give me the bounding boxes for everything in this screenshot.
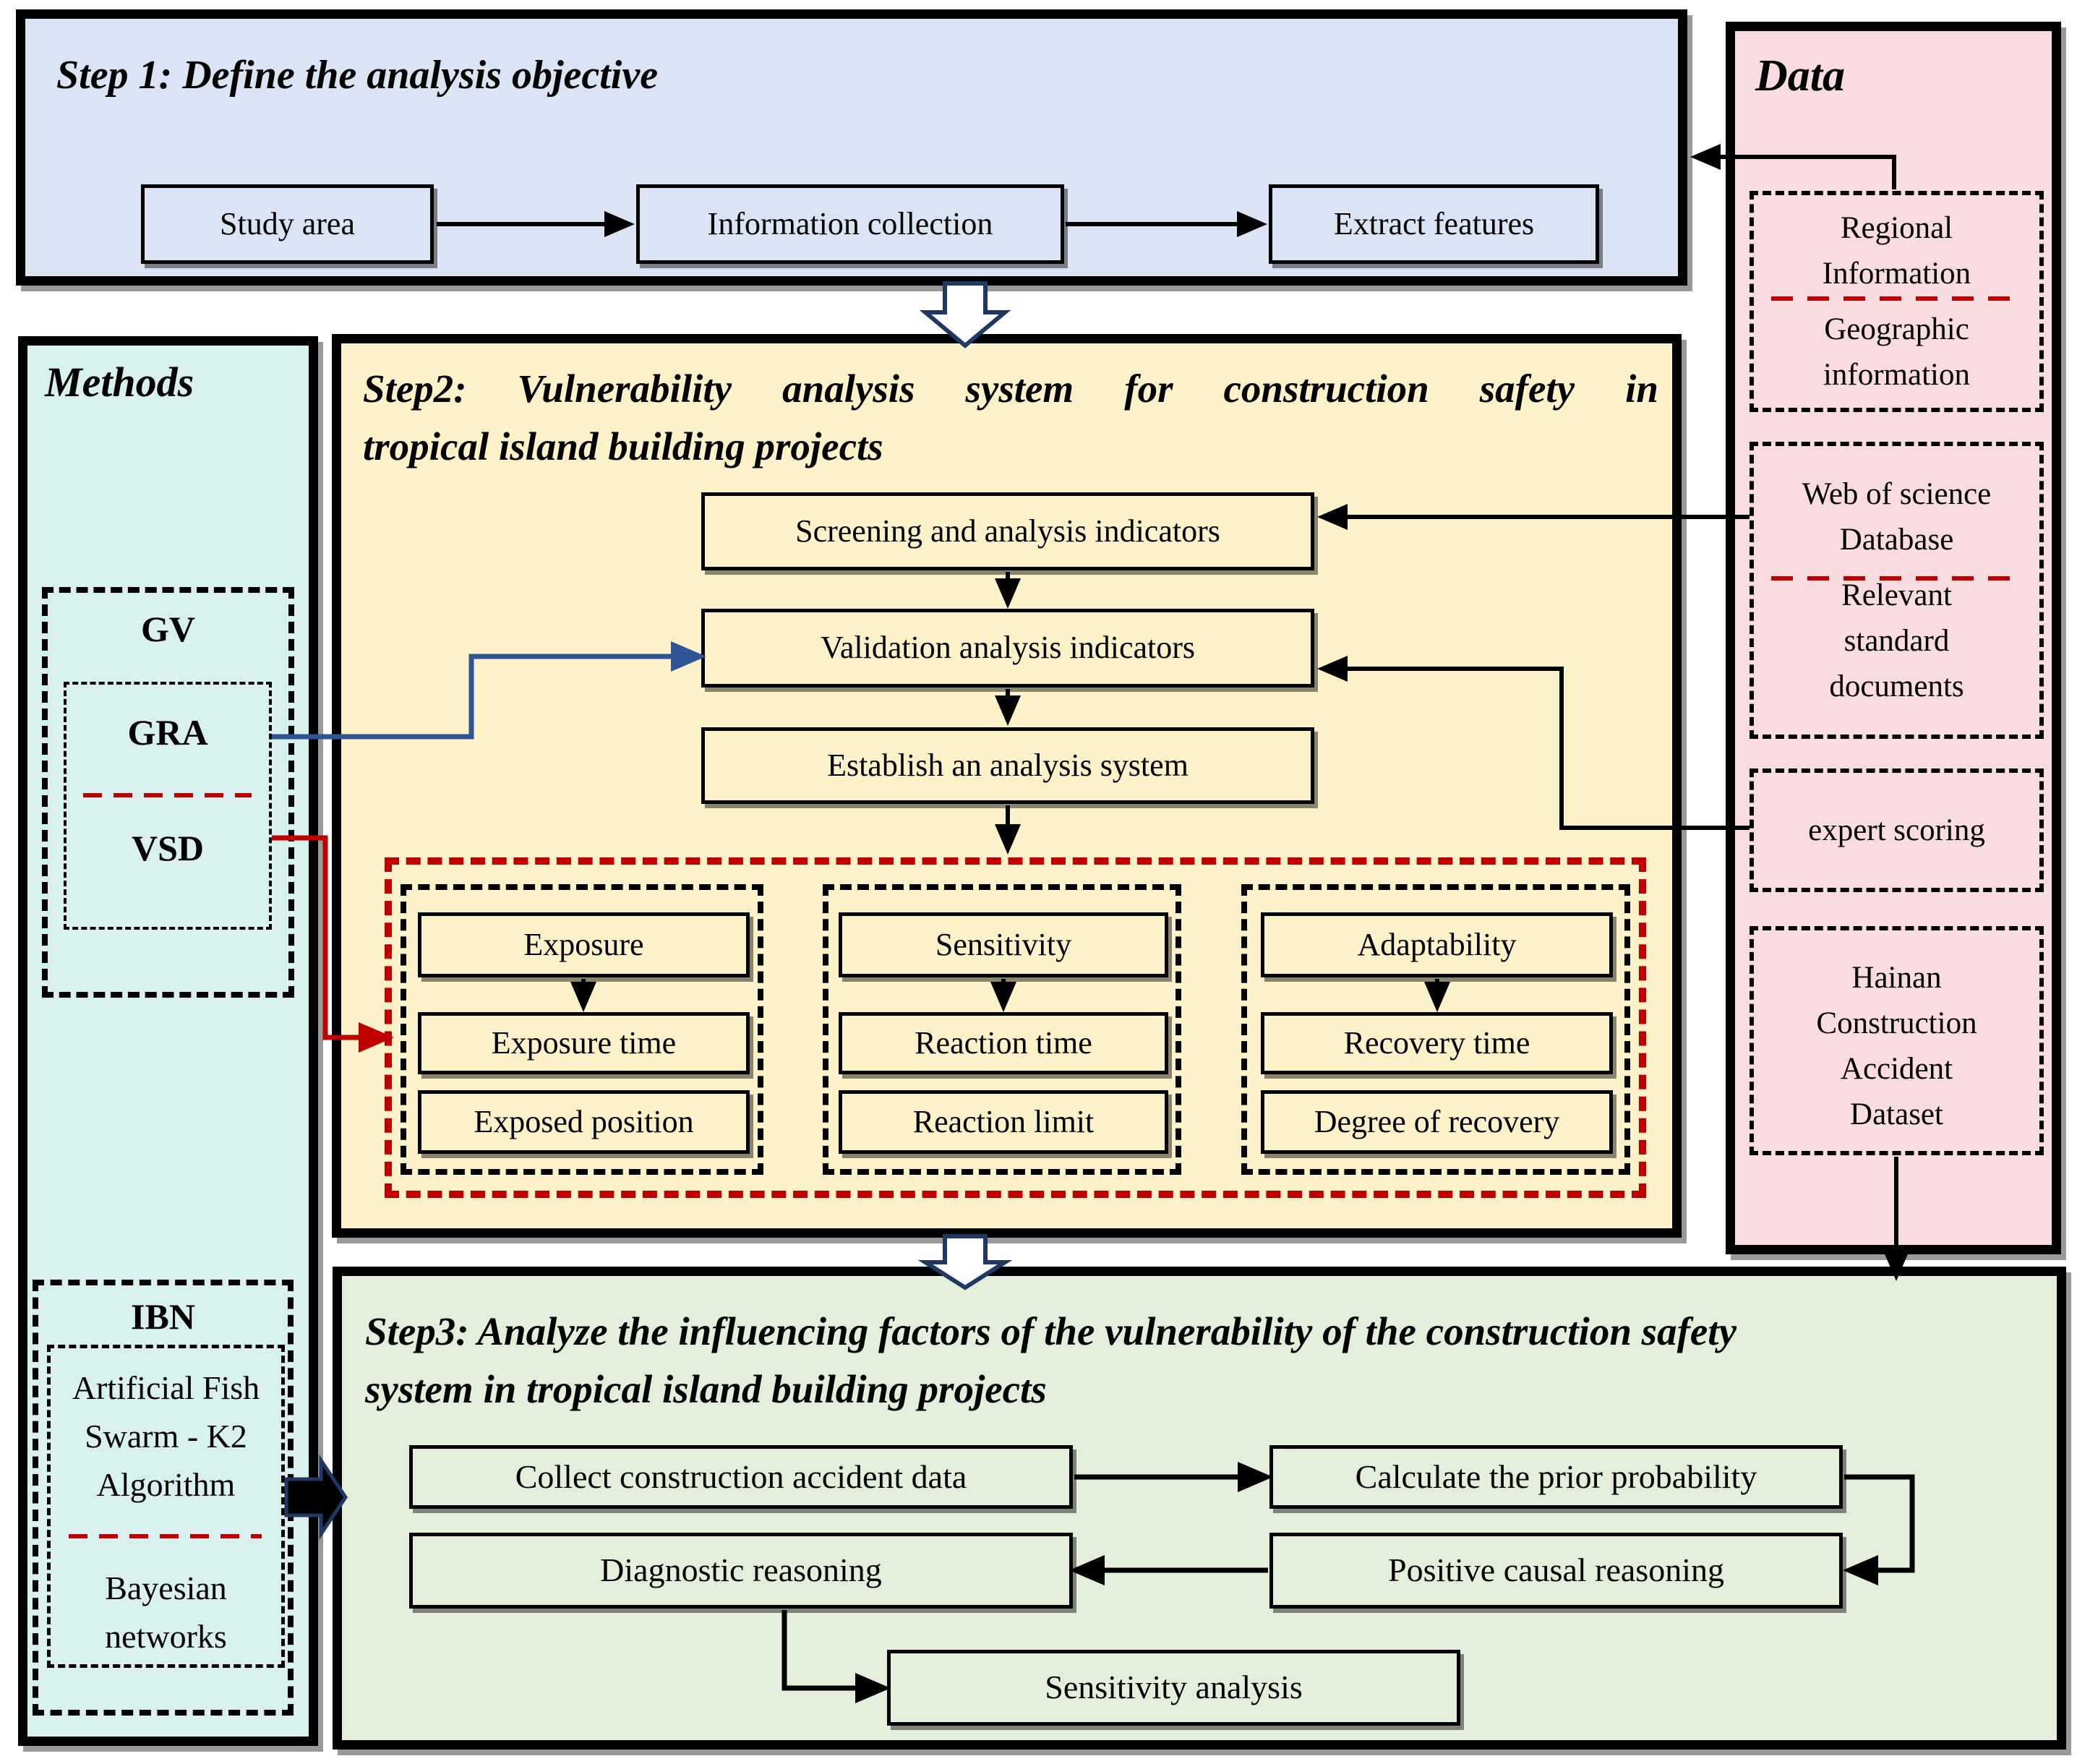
data-title: Data bbox=[1755, 51, 1845, 100]
wos-line3: Relevant bbox=[1841, 578, 1952, 612]
box-exposed-position: Exposed position bbox=[418, 1090, 750, 1154]
wos-line5: documents bbox=[1829, 669, 1964, 703]
ibn-label: IBN bbox=[33, 1293, 294, 1340]
adaptability-column-dashed-box bbox=[1241, 884, 1630, 1175]
step2-box-validation: Validation analysis indicators bbox=[701, 609, 1314, 688]
box-exposure: Exposure bbox=[418, 912, 750, 977]
methods-panel bbox=[18, 336, 318, 1746]
hainan-dataset-dashed-box bbox=[1750, 926, 2044, 1155]
wos-line2: Database bbox=[1839, 523, 1954, 557]
step2-title-line2: tropical island building projects bbox=[363, 424, 883, 468]
regional-info-text: Regional Information Geographic informat… bbox=[1750, 194, 2044, 409]
gra-vsd-dashed-box bbox=[64, 682, 272, 930]
box-reaction-limit: Reaction limit bbox=[839, 1090, 1168, 1154]
gv-dashed-box bbox=[42, 587, 294, 998]
step1-box-information-collection: Information collection bbox=[636, 184, 1064, 264]
hainan-dataset-text: Hainan Construction Accident Dataset bbox=[1750, 941, 2044, 1151]
hainan-line4: Dataset bbox=[1850, 1097, 1943, 1131]
step2-title-line1: Step2: Vulnerability analysis system for… bbox=[363, 367, 1658, 411]
afs-line2: Swarm - K2 bbox=[85, 1418, 247, 1455]
regional-line2: Information bbox=[1822, 257, 1971, 291]
step3-title-line2: system in tropical island building proje… bbox=[365, 1367, 1047, 1411]
hainan-line2: Construction bbox=[1816, 1006, 1977, 1040]
bn-line1: Bayesian bbox=[105, 1570, 227, 1606]
afs-line3: Algorithm bbox=[96, 1466, 236, 1503]
regional-line3: Geographic bbox=[1824, 312, 1969, 346]
step3-box-collect: Collect construction accident data bbox=[409, 1445, 1073, 1509]
methods-title: Methods bbox=[45, 359, 194, 406]
step1-title: Step 1: Define the analysis objective bbox=[56, 53, 659, 98]
regional-line1: Regional bbox=[1840, 211, 1953, 245]
bayesian-label: Bayesian networks bbox=[47, 1562, 285, 1663]
box-recovery-time: Recovery time bbox=[1261, 1012, 1613, 1074]
vsd-label: VSD bbox=[64, 823, 272, 873]
gra-text: GRA bbox=[127, 712, 208, 753]
step3-box-prior: Calculate the prior probability bbox=[1269, 1445, 1843, 1509]
expert-scoring-text: expert scoring bbox=[1750, 768, 2044, 892]
box-reaction-time: Reaction time bbox=[839, 1012, 1168, 1074]
web-of-science-text: Web of science Database Relevant standar… bbox=[1750, 446, 2044, 735]
data-panel bbox=[1726, 22, 2061, 1254]
afs-bn-dashed-box bbox=[47, 1345, 285, 1668]
wos-line1: Web of science bbox=[1802, 477, 1992, 511]
hainan-line1: Hainan bbox=[1851, 961, 1942, 995]
ibn-text: IBN bbox=[131, 1296, 195, 1337]
vsd-text: VSD bbox=[131, 828, 205, 868]
exposure-column-dashed-box bbox=[401, 884, 763, 1175]
expert-scoring-dashed-box bbox=[1750, 768, 2044, 892]
box-degree-of-recovery: Degree of recovery bbox=[1261, 1090, 1613, 1154]
bn-line2: networks bbox=[105, 1618, 227, 1655]
step1-box-extract-features: Extract features bbox=[1269, 184, 1599, 264]
hainan-line3: Accident bbox=[1840, 1052, 1953, 1086]
step3-box-diagnostic: Diagnostic reasoning bbox=[409, 1533, 1073, 1609]
step3-box-sensitivity-analysis: Sensitivity analysis bbox=[887, 1650, 1460, 1726]
sensitivity-column-dashed-box bbox=[823, 884, 1181, 1175]
box-sensitivity: Sensitivity bbox=[839, 912, 1168, 977]
regional-line4: information bbox=[1823, 358, 1970, 392]
wos-line4: standard bbox=[1843, 624, 1950, 658]
step2-title: Step2: Vulnerability analysis system for… bbox=[363, 360, 1658, 476]
expert-scoring-label: expert scoring bbox=[1808, 813, 1985, 847]
step1-box-study-area: Study area bbox=[141, 184, 434, 264]
gra-label: GRA bbox=[64, 707, 272, 758]
step2-box-screening: Screening and analysis indicators bbox=[701, 492, 1314, 570]
box-exposure-time: Exposure time bbox=[418, 1012, 750, 1074]
box-adaptability: Adaptability bbox=[1261, 912, 1613, 977]
afs-line1: Artificial Fish bbox=[72, 1369, 260, 1406]
gv-label: GV bbox=[42, 604, 294, 654]
step3-box-positive: Positive causal reasoning bbox=[1269, 1533, 1843, 1609]
step2-box-establish: Establish an analysis system bbox=[701, 727, 1314, 804]
step3-title: Step3: Analyze the influencing factors o… bbox=[365, 1303, 2035, 1418]
step3-title-line1: Step3: Analyze the influencing factors o… bbox=[365, 1309, 1736, 1353]
regional-info-dashed-box bbox=[1750, 191, 2044, 412]
gv-text: GV bbox=[141, 609, 195, 649]
web-of-science-dashed-box bbox=[1750, 442, 2044, 739]
afs-label: Artificial Fish Swarm - K2 Algorithm bbox=[47, 1362, 285, 1510]
